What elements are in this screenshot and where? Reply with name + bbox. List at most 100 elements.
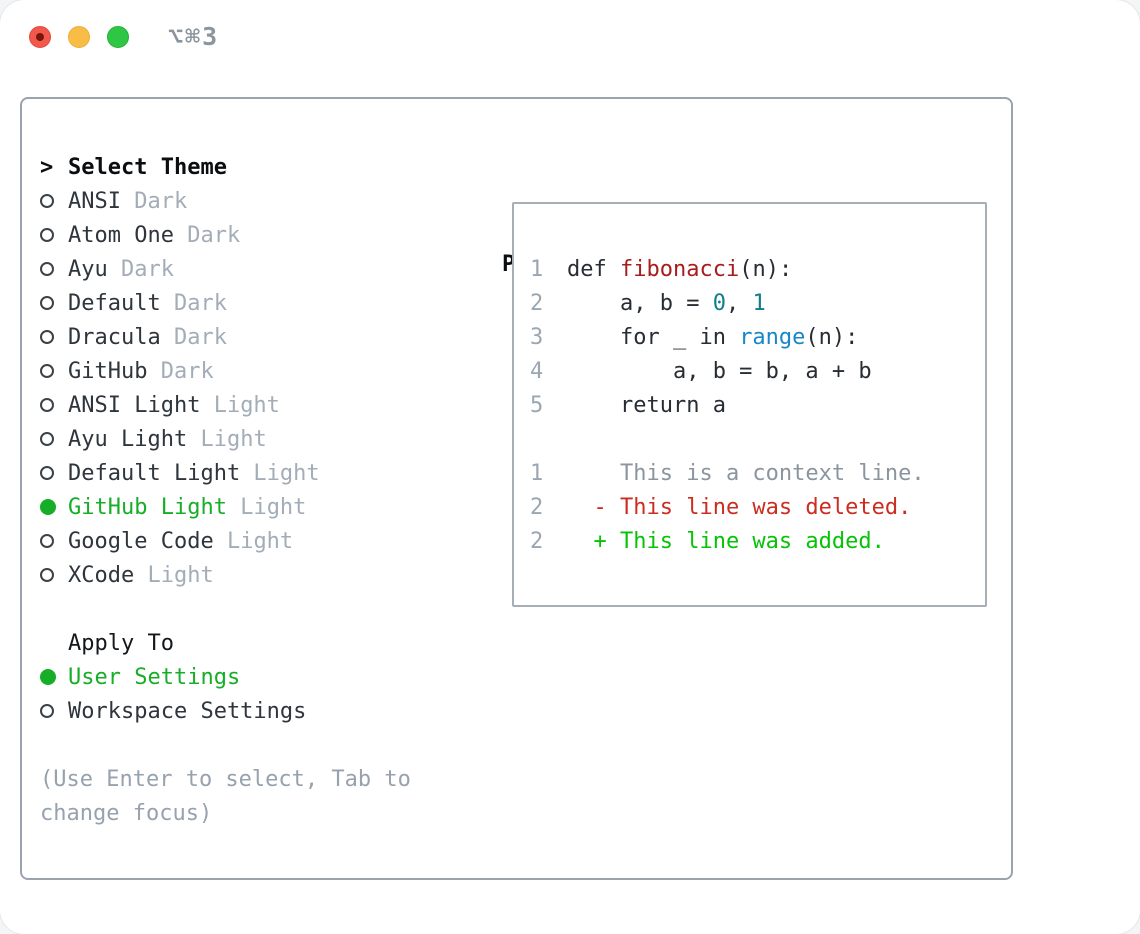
code-segment-code: a, b =	[567, 290, 713, 316]
selected-radio-icon	[40, 499, 56, 515]
apply-to-option[interactable]: Workspace Settings	[40, 694, 411, 728]
line-number: 1	[530, 460, 544, 486]
theme-option-variant: Dark	[160, 324, 227, 350]
theme-option-name: Dracula	[68, 324, 161, 350]
code-segment-code: for _ in	[567, 324, 740, 350]
apply-to-option-name: User Settings	[68, 664, 241, 690]
line-number: 2	[530, 494, 544, 520]
code-line: 2 - This line was deleted.	[530, 490, 985, 524]
code-line: 1 This is a context line.	[530, 456, 985, 490]
code-line: 3 for _ in range(n):	[530, 320, 985, 354]
line-number: 4	[530, 358, 544, 384]
apply-to-option[interactable]: User Settings	[40, 660, 411, 694]
theme-option-variant: Dark	[120, 188, 188, 214]
radio-icon	[40, 466, 54, 480]
theme-option[interactable]: GitHub Light Light	[40, 490, 411, 524]
theme-option[interactable]: Ayu Dark	[40, 252, 411, 286]
titlebar: ⌥⌘3	[0, 0, 1140, 76]
theme-option[interactable]: ANSI Dark	[40, 184, 411, 218]
code-segment-code: (n):	[805, 324, 859, 350]
code-segment-code: return a	[567, 392, 726, 418]
theme-option[interactable]: Dracula Dark	[40, 320, 411, 354]
code-segment-added: + This line was added.	[567, 528, 885, 554]
theme-option-name: XCode	[68, 562, 135, 588]
selected-radio-icon	[40, 669, 56, 685]
theme-option-name: GitHub	[68, 358, 148, 384]
spacer-row	[40, 592, 411, 626]
code-segment-builtin: range	[739, 324, 806, 350]
close-button-icon[interactable]	[29, 26, 51, 48]
theme-option-variant: Light	[240, 460, 320, 486]
caret-icon: >	[40, 154, 54, 180]
radio-icon	[40, 364, 54, 378]
theme-option[interactable]: Atom One Dark	[40, 218, 411, 252]
code-segment-code: a, b = b, a + b	[567, 358, 872, 384]
code-segment-context: This is a context line.	[567, 460, 925, 486]
code-segment-deleted: - This line was deleted.	[567, 494, 912, 520]
theme-option-name: Atom One	[68, 222, 174, 248]
theme-option-variant: Dark	[160, 290, 227, 316]
hint-line-2: change focus)	[40, 800, 213, 826]
theme-option-variant: Light	[213, 528, 294, 554]
theme-option[interactable]: Default Dark	[40, 286, 411, 320]
radio-icon	[40, 704, 54, 718]
minimize-button-icon[interactable]	[68, 26, 90, 48]
theme-option-name: Default	[68, 290, 161, 316]
close-dot-icon	[36, 33, 44, 41]
theme-option-name: Ayu Light	[68, 426, 188, 452]
code-segment-func: fibonacci	[619, 256, 740, 282]
theme-option-variant: Light	[134, 562, 214, 588]
line-number: 3	[530, 324, 544, 350]
window-title-shortcut: ⌥⌘3	[168, 22, 220, 51]
theme-option-name: Google Code	[68, 528, 214, 554]
theme-option[interactable]: Ayu Light Light	[40, 422, 411, 456]
theme-option-name: ANSI	[68, 188, 121, 214]
line-number: 2	[530, 290, 544, 316]
line-number: 1	[530, 256, 544, 282]
theme-option[interactable]: XCode Light	[40, 558, 411, 592]
theme-option-variant: Dark	[173, 222, 241, 248]
radio-icon	[40, 398, 54, 412]
radio-icon	[40, 432, 54, 446]
select-theme-header: > Select Theme	[40, 150, 411, 184]
theme-option[interactable]: GitHub Dark	[40, 354, 411, 388]
code-line: 4 a, b = b, a + b	[530, 354, 985, 388]
theme-option-variant: Light	[200, 392, 280, 418]
theme-option[interactable]: Default Light Light	[40, 456, 411, 490]
theme-option[interactable]: ANSI Light Light	[40, 388, 411, 422]
hint-line-1: (Use Enter to select, Tab to	[40, 766, 411, 792]
theme-option-name: GitHub Light	[68, 494, 227, 520]
radio-icon	[40, 262, 54, 276]
code-segment-code: (n):	[739, 256, 793, 282]
code-line: 5 return a	[530, 388, 985, 422]
code-line: 2 + This line was added.	[530, 524, 985, 558]
apply-to-header-row: Apply To	[40, 626, 411, 660]
radio-icon	[40, 194, 54, 208]
spacer-row	[40, 728, 411, 762]
code-segment-code: ,	[725, 290, 753, 316]
line-number: 5	[530, 392, 544, 418]
theme-option-variant: Dark	[147, 358, 214, 384]
theme-option-name: Ayu	[68, 256, 108, 282]
apply-to-title: Apply To	[68, 630, 174, 656]
theme-option-name: ANSI Light	[68, 392, 201, 418]
radio-icon	[40, 568, 54, 582]
apply-to-option-name: Workspace Settings	[68, 698, 307, 724]
theme-option[interactable]: Google Code Light	[40, 524, 411, 558]
theme-option-name: Default Light	[68, 460, 241, 486]
code-line	[530, 422, 985, 456]
code-segment-num: 0	[712, 290, 726, 316]
select-theme-title: Select Theme	[68, 154, 227, 180]
zoom-button-icon[interactable]	[107, 26, 129, 48]
line-number: 2	[530, 528, 544, 554]
theme-option-variant: Dark	[107, 256, 174, 282]
code-segment-num: 1	[752, 290, 766, 316]
